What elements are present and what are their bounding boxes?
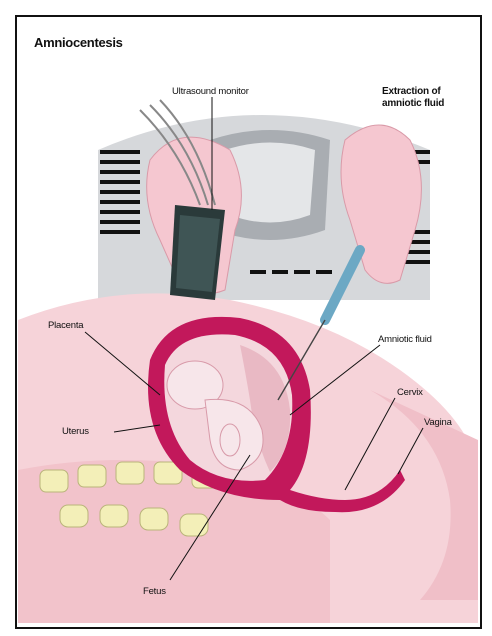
label-cervix: Cervix xyxy=(397,387,423,398)
label-ultrasound-monitor: Ultrasound monitor xyxy=(172,86,249,97)
label-amniotic-fluid: Amniotic fluid xyxy=(378,334,432,345)
label-fetus: Fetus xyxy=(143,586,166,597)
label-uterus: Uterus xyxy=(62,426,89,437)
figure-title: Amniocentesis xyxy=(34,35,123,50)
label-placenta: Placenta xyxy=(48,320,83,331)
label-extraction: Extraction of amniotic fluid xyxy=(382,86,468,110)
label-vagina: Vagina xyxy=(424,417,452,428)
